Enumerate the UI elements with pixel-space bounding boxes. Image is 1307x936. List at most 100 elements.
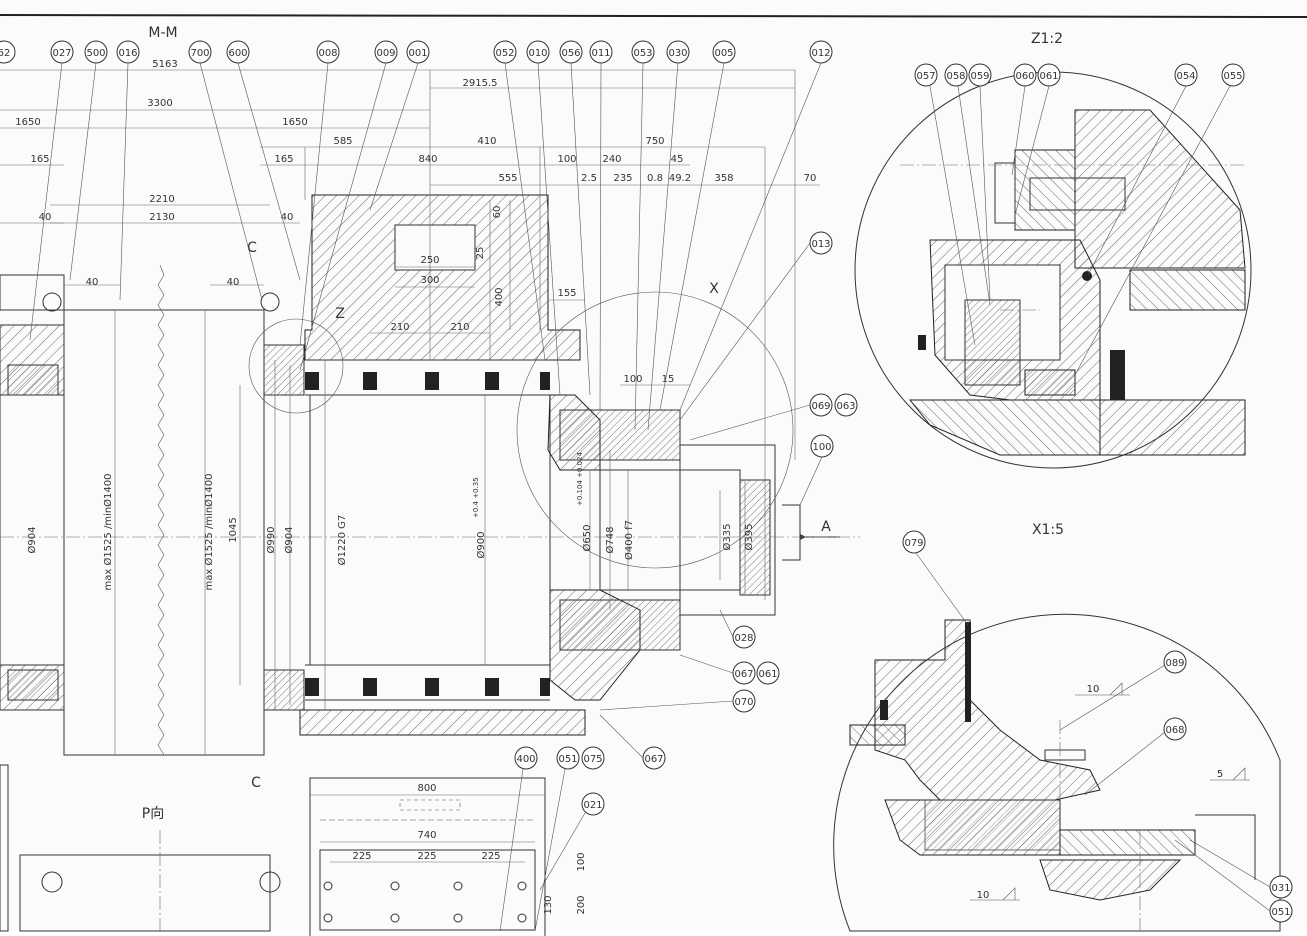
dim-210-a: 210 (390, 322, 409, 333)
dim-210-b: 210 (450, 322, 469, 333)
balloon: 62 (0, 40, 16, 64)
svg-text:700: 700 (190, 48, 209, 59)
dim-0-8: 0.8 (647, 173, 663, 184)
svg-text:600: 600 (228, 48, 247, 59)
dim-45: 45 (671, 154, 684, 165)
svg-text:028: 028 (734, 633, 753, 644)
cut-mark-c-bottom: C (251, 775, 261, 791)
balloon: 500 (84, 40, 108, 64)
balloon: 016 (116, 40, 140, 64)
dim-49-2: 49.2 (669, 173, 691, 184)
dim-tol-900: +0.4 +0.35 (472, 477, 480, 518)
svg-text:100: 100 (812, 442, 831, 453)
svg-text:079: 079 (904, 538, 923, 549)
dim-800: 800 (417, 783, 436, 794)
balloon: 061 (756, 661, 780, 685)
balloon: 012 (809, 40, 833, 64)
dim-235: 235 (613, 173, 632, 184)
balloon: 010 (526, 40, 550, 64)
svg-text:031: 031 (1271, 883, 1290, 894)
dim-dia-904-left: Ø904 (26, 527, 38, 554)
svg-text:053: 053 (633, 48, 652, 59)
balloon: 054 (1174, 63, 1198, 87)
dim-40-a: 40 (39, 212, 52, 223)
dim-165-left: 165 (30, 154, 49, 165)
svg-text:500: 500 (86, 48, 105, 59)
svg-text:067: 067 (734, 669, 753, 680)
dim-2130: 2130 (149, 212, 174, 223)
balloon: 063 (834, 393, 858, 417)
svg-text:063: 063 (836, 401, 855, 412)
weld-mark-5: 5 (1217, 769, 1223, 780)
svg-text:055: 055 (1223, 71, 1242, 82)
svg-text:070: 070 (734, 697, 753, 708)
balloon: 057 (914, 63, 938, 87)
balloons-top: 62 027 500 016 700 600 008 009 001 052 0… (0, 40, 833, 431)
dim-40-c: 40 (86, 277, 99, 288)
detail-title-z: Z1:2 (1031, 31, 1063, 47)
svg-text:030: 030 (668, 48, 687, 59)
detail-title-x: X1:5 (1032, 522, 1064, 538)
svg-text:010: 010 (528, 48, 547, 59)
balloon: 400 (514, 746, 538, 770)
svg-text:067: 067 (644, 754, 663, 765)
balloon: 067 (642, 746, 666, 770)
balloon: 060 (1013, 63, 1037, 87)
dim-2915-5: 2915.5 (463, 78, 498, 89)
svg-text:060: 060 (1015, 71, 1034, 82)
dim-200: 200 (576, 895, 587, 914)
dim-70: 70 (804, 173, 817, 184)
balloon: 700 (188, 40, 212, 64)
svg-text:011: 011 (591, 48, 610, 59)
svg-text:052: 052 (495, 48, 514, 59)
dim-dia-990: Ø990 (265, 527, 277, 554)
dim-100-v: 100 (576, 852, 587, 871)
detail-z-view: 057 058 059 060 061 054 055 (854, 63, 1252, 469)
balloon: 008 (316, 40, 340, 64)
balloon: 070 (732, 689, 756, 713)
svg-text:057: 057 (916, 71, 935, 82)
weld-mark-10-a: 10 (1087, 684, 1100, 695)
balloon: 079 (902, 530, 926, 554)
dim-1650-right: 1650 (282, 117, 307, 128)
balloon: 067 (732, 661, 756, 685)
section-title-mm: M-M (148, 25, 177, 41)
svg-text:089: 089 (1165, 658, 1184, 669)
dim-2210: 2210 (149, 194, 174, 205)
balloon: 058 (944, 63, 968, 87)
svg-text:62: 62 (0, 48, 10, 59)
dim-dia-904-right: Ø904 (283, 527, 295, 554)
balloon: 030 (666, 40, 690, 64)
balloon: 069 (809, 393, 833, 417)
balloon: 013 (809, 231, 833, 255)
balloon: 051 (556, 746, 580, 770)
svg-text:056: 056 (561, 48, 580, 59)
dim-400: 400 (494, 287, 505, 306)
svg-text:005: 005 (714, 48, 733, 59)
dim-750: 750 (645, 136, 664, 147)
balloon: 031 (1269, 875, 1293, 899)
dim-225-a: 225 (352, 851, 371, 862)
svg-text:016: 016 (118, 48, 137, 59)
balloon: 068 (1163, 717, 1187, 741)
svg-text:061: 061 (758, 669, 777, 680)
dim-410: 410 (477, 136, 496, 147)
dim-60: 60 (492, 206, 503, 219)
balloon: 021 (581, 792, 605, 816)
vertical-dimension-labels: Ø904 max Ø1525 /minØ1400 max Ø1525 /minØ… (26, 451, 755, 590)
svg-text:008: 008 (318, 48, 337, 59)
svg-text:061: 061 (1039, 71, 1058, 82)
dim-585: 585 (333, 136, 352, 147)
dim-dia-395: Ø395 (743, 524, 755, 551)
balloon: 011 (589, 40, 613, 64)
view-title-p: P向 (142, 806, 164, 822)
svg-text:075: 075 (583, 754, 602, 765)
balloon: 009 (374, 40, 398, 64)
dim-100: 100 (557, 154, 576, 165)
svg-text:021: 021 (583, 800, 602, 811)
weld-mark-10-b: 10 (977, 890, 990, 901)
dim-130: 130 (543, 895, 554, 914)
dim-1650-left: 1650 (15, 117, 40, 128)
svg-text:027: 027 (52, 48, 71, 59)
